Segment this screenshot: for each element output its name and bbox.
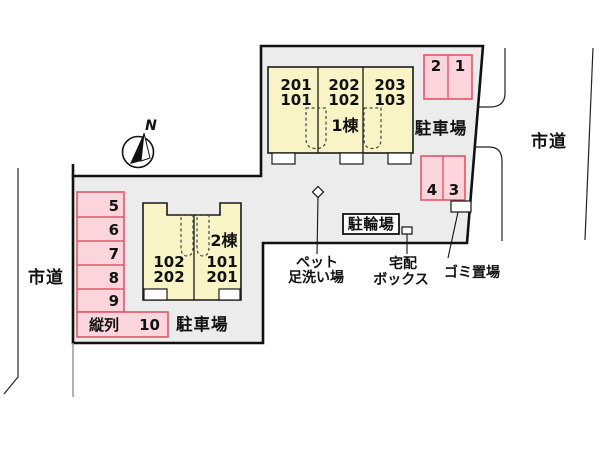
stall-number: 9 — [109, 292, 119, 310]
driveway-curve-top — [478, 48, 506, 108]
bicycle-parking: 駐輪場 — [342, 213, 400, 235]
building-2-stairs-icon — [180, 214, 194, 257]
road-label-left: 市道 — [28, 267, 64, 288]
unit-label: 203 — [374, 76, 405, 94]
parking-stall — [76, 311, 169, 338]
delivery-box-label: ボックス — [373, 272, 429, 288]
stall-number: 1 — [455, 57, 465, 75]
building-1-entrance — [387, 152, 412, 165]
unit-label: 202 — [328, 76, 359, 94]
pet-wash-label: 足洗い場 — [288, 269, 344, 286]
unit-label: 101 — [280, 91, 311, 109]
unit-label: 202 — [153, 268, 184, 286]
road-left-line — [3, 168, 19, 395]
north-label: N — [145, 118, 157, 134]
bicycle-parking-label: 駐輪場 — [348, 215, 395, 233]
pet-wash-leader-line — [316, 197, 319, 255]
parking-label-north: 駐車場 — [415, 118, 468, 138]
building-2-name: 2棟 — [210, 231, 238, 250]
building-2-stairs-icon — [196, 214, 210, 257]
north-needle-light — [140, 132, 151, 162]
garbage-leader-line — [447, 211, 459, 259]
unit-label: 201 — [206, 268, 237, 286]
unit-label: 103 — [374, 91, 405, 109]
parking-stalls-3-4: 4 3 — [420, 155, 466, 201]
road-label-right: 市道 — [531, 131, 567, 152]
bicycle-parking-box — [342, 213, 400, 235]
building-1-entrance — [271, 152, 296, 165]
delivery-box-label: 宅配 — [389, 255, 417, 272]
building-1-name: 1棟 — [331, 116, 359, 135]
parking-stall-10-tandem: 縦列 10 — [76, 311, 169, 338]
pet-wash-station: ペット 足洗い場 — [288, 185, 344, 286]
garbage-area: ゴミ置場 — [444, 200, 500, 281]
stall-number: 5 — [109, 197, 119, 215]
parking-stalls-1-2: 2 1 — [423, 54, 473, 100]
north-arrow-circle — [121, 135, 155, 169]
stall-number: 7 — [109, 245, 119, 263]
delivery-box-marker-icon — [401, 226, 413, 235]
unit-label: 102 — [153, 253, 184, 271]
parking-stalls-5-9: 5 6 7 8 9 — [76, 191, 125, 313]
garbage-marker-icon — [450, 200, 472, 213]
building-2-entrance — [143, 288, 168, 301]
stall-number: 4 — [427, 181, 437, 199]
unit-label: 101 — [206, 253, 237, 271]
north-arrow-icon: N — [121, 118, 157, 169]
building-2-entrance — [218, 288, 241, 301]
north-needle-dark — [130, 133, 144, 164]
unit-label: 102 — [328, 91, 359, 109]
stall-number: 8 — [109, 269, 119, 287]
building-1-entrance — [339, 152, 364, 165]
building-1-stairs-icon — [305, 107, 327, 150]
driveway-curve-bottom — [475, 146, 503, 241]
building-2: 2棟 102 202 101 201 — [142, 202, 242, 301]
pet-wash-label: ペット — [296, 255, 338, 271]
building-1-outline — [267, 66, 414, 154]
unit-label: 201 — [280, 76, 311, 94]
building-1: 201 101 202 102 203 103 1棟 — [267, 66, 414, 165]
stall-number: 2 — [431, 57, 441, 75]
garbage-label: ゴミ置場 — [444, 264, 500, 281]
parking-label-south: 駐車場 — [176, 314, 229, 334]
stall-number: 6 — [109, 221, 119, 239]
stall-number: 10 — [139, 316, 160, 334]
building-2-outline — [142, 202, 242, 301]
delivery-box: 宅配 ボックス — [373, 226, 429, 288]
building-1-stairs-icon — [363, 107, 382, 150]
stall-number: 3 — [449, 181, 459, 199]
road-right-line — [584, 47, 594, 241]
tandem-label: 縦列 — [89, 316, 119, 334]
